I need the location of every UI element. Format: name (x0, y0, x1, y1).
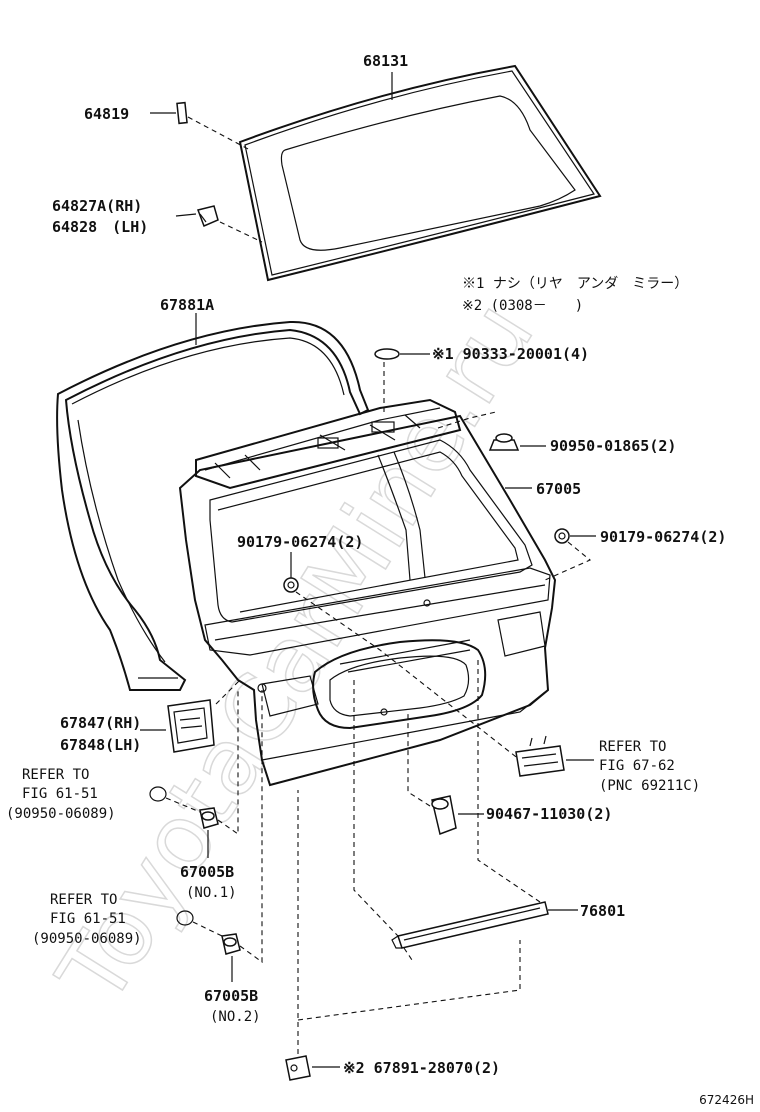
dash-90467 (407, 712, 431, 807)
dash-76801-right (477, 660, 541, 903)
label-68131: 68131 (363, 52, 408, 70)
holder-64827a (197, 205, 219, 227)
label-67848: 67848(LH) (60, 736, 141, 754)
label-90333: ※1 90333-20001(4) (432, 345, 589, 363)
label-67005b-no2: 67005B (204, 987, 258, 1005)
label-76801: 76801 (580, 902, 625, 920)
dash-o-ring-2 (192, 921, 223, 937)
label-67005: 67005 (536, 480, 581, 498)
clip-90467 (431, 795, 457, 836)
dash-76801-clip (403, 947, 413, 961)
label-64828: 64828 (LH) (52, 218, 148, 236)
dash-67891-b (297, 940, 521, 1021)
dash-64819 (187, 116, 251, 151)
label-67891: ※2 67891-28070(2) (343, 1059, 500, 1077)
label-64827a: 64827A(RH) (52, 197, 142, 215)
dash-67847 (215, 679, 241, 705)
leader-64827a (175, 213, 197, 217)
refer3-line2: FIG 67-62 (599, 758, 675, 774)
label-67005b-no2-sub: (NO.2) (210, 1009, 261, 1025)
dash-90179-left (295, 591, 521, 761)
dash-67005b-no1 (217, 690, 239, 836)
nut-90179-right (554, 528, 570, 544)
garnish-76801 (391, 901, 549, 949)
refer3-line1: REFER TO (599, 739, 666, 755)
dash-76801-left (353, 680, 399, 937)
stopper-67005b-no1 (199, 807, 219, 829)
note-2: ※2 (0308－ ) (462, 298, 583, 314)
back-door-panel (178, 398, 557, 787)
nut-90179-left (283, 577, 299, 593)
dash-90179-right (544, 541, 592, 581)
refer2-line1: REFER TO (50, 892, 117, 908)
label-90179-left: 90179-06274(2) (237, 533, 363, 551)
door-lock-assembly (515, 735, 565, 777)
dash-64827a (219, 221, 263, 243)
figure-id: 672426H (699, 1093, 754, 1107)
label-67881a: 67881A (160, 296, 214, 314)
dash-90950-01865 (437, 411, 497, 429)
label-90950-01865: 90950-01865(2) (550, 437, 676, 455)
grommet-90950-01865 (488, 433, 520, 451)
note-1: ※1 ナシ（リヤ アンダ ミラー） (462, 276, 688, 292)
label-67005b-no1-sub: (NO.1) (186, 885, 237, 901)
refer1-line3: (90950-06089) (6, 806, 116, 822)
cover-67847 (167, 699, 215, 753)
clip-64819 (176, 101, 188, 125)
label-64819: 64819 (84, 105, 129, 123)
bracket-67891 (285, 1055, 311, 1081)
refer2-line2: FIG 61-51 (50, 911, 126, 927)
refer1-line1: REFER TO (22, 767, 89, 783)
label-90179-right: 90179-06274(2) (600, 528, 726, 546)
label-67847: 67847(RH) (60, 714, 141, 732)
refer1-line2: FIG 61-51 (22, 786, 98, 802)
dash-o-ring-1 (165, 797, 201, 813)
back-window-glass (238, 64, 602, 282)
label-90467: 90467-11030(2) (486, 805, 612, 823)
o-ring-1 (149, 786, 167, 802)
stopper-67005b-no2 (221, 933, 241, 955)
weatherstrip-67881a (56, 320, 370, 691)
refer2-line3: (90950-06089) (32, 931, 142, 947)
label-67005b-no1: 67005B (180, 863, 234, 881)
o-ring-2 (176, 910, 194, 926)
dash-67005b-no2 (239, 690, 263, 964)
refer3-line3: (PNC 69211C) (599, 778, 700, 794)
plug-90333 (374, 348, 400, 360)
